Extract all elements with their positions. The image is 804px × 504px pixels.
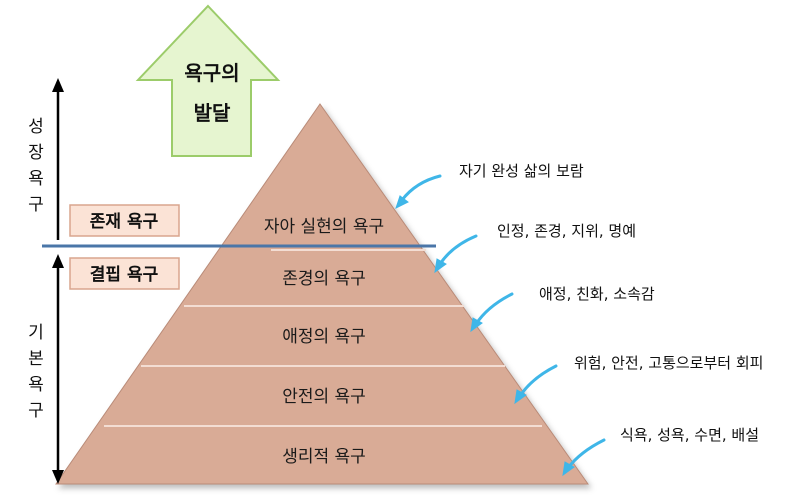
pointer-arrow-icon — [470, 292, 514, 333]
level-label-physiological: 생리적 욕구 — [282, 447, 366, 467]
arrow-title-line1: 욕구의 — [184, 61, 239, 85]
pyramid-body — [55, 103, 589, 485]
deficiency-needs-box: 결핍 욕구 — [69, 257, 180, 290]
pyramid-dividers — [104, 249, 542, 427]
description-physiological: 식욕, 성욕, 수면, 배설 — [620, 426, 759, 444]
arrow-down-icon — [52, 470, 64, 484]
growth-needs-label-char: 성 — [28, 117, 44, 137]
level-labels: 자아 실현의 욕구 존경의 욕구 애정의 욕구 안전의 욕구 생리적 욕구 — [264, 217, 384, 467]
pointer-arrows — [395, 174, 606, 477]
basic-needs-label-char: 구 — [28, 401, 44, 421]
existence-needs-box: 존재 욕구 — [69, 204, 180, 237]
level-label-safety: 안전의 욕구 — [282, 387, 366, 407]
basic-needs-label-char: 기 — [28, 323, 44, 343]
deficiency-needs-label: 결핍 욕구 — [90, 265, 159, 285]
descriptions: 자기 완성 삶의 보람 인정, 존경, 지위, 명예 애정, 친화, 소속감 위… — [459, 162, 763, 444]
development-arrow: 욕구의 발달 — [135, 4, 281, 157]
up-arrow-icon — [135, 4, 281, 157]
pointer-arrow-icon — [514, 364, 558, 405]
pyramid — [55, 103, 589, 485]
description-self-actualization: 자기 완성 삶의 보람 — [459, 162, 584, 180]
growth-needs-label-char: 욕 — [28, 169, 44, 189]
basic-needs-label-char: 욕 — [28, 375, 44, 395]
arrow-up-icon — [52, 78, 64, 92]
basic-needs-axis: 기 본 욕 구 — [28, 254, 64, 484]
arrow-title-line2: 발달 — [194, 101, 231, 125]
description-safety: 위험, 안전, 고통으로부터 회피 — [574, 354, 763, 372]
growth-needs-axis: 성 장 욕 구 — [28, 78, 64, 240]
description-esteem: 인정, 존경, 지위, 명예 — [497, 222, 636, 240]
arrow-up-icon — [52, 254, 64, 268]
basic-needs-label-char: 본 — [28, 349, 44, 369]
growth-needs-label-char: 장 — [28, 143, 44, 163]
pointer-arrow-icon — [395, 174, 442, 209]
pointer-arrow-icon — [434, 234, 478, 274]
growth-needs-label-char: 구 — [28, 195, 44, 215]
description-love: 애정, 친화, 소속감 — [539, 285, 655, 303]
pointer-arrow-icon — [562, 438, 606, 477]
level-label-self-actualization: 자아 실현의 욕구 — [264, 217, 384, 237]
existence-needs-label: 존재 욕구 — [90, 212, 159, 232]
level-label-love: 애정의 욕구 — [282, 327, 366, 347]
level-label-esteem: 존경의 욕구 — [282, 269, 366, 289]
